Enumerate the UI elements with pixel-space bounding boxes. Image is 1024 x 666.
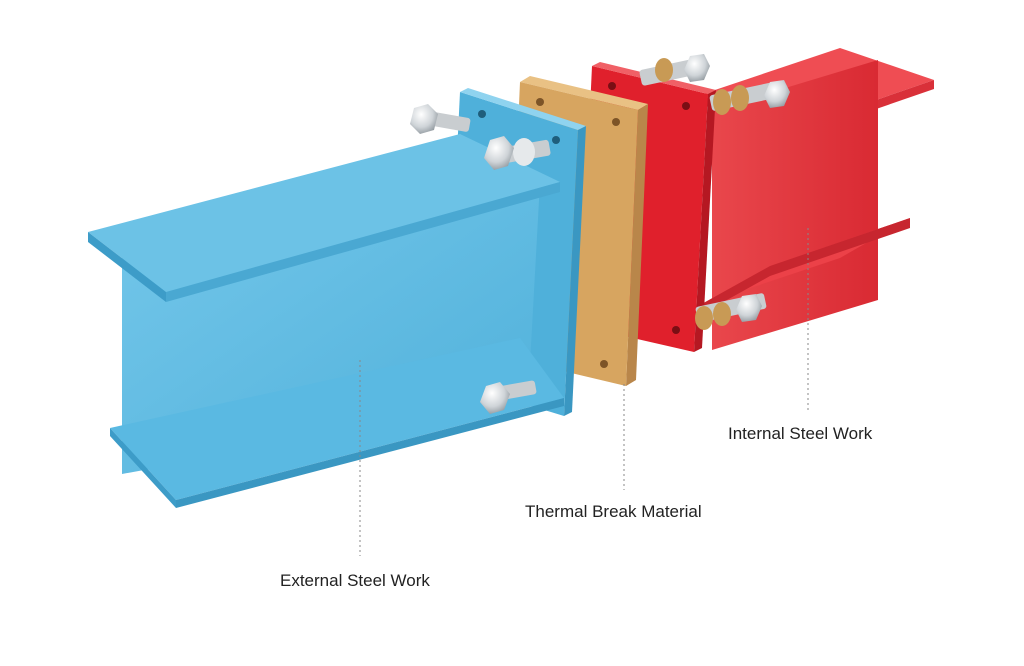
label-internal-steel-work: Internal Steel Work	[728, 424, 873, 443]
external-bolts	[410, 104, 551, 414]
bolt-icon	[484, 136, 551, 170]
external-top-flange	[88, 134, 560, 292]
internal-bolts	[639, 54, 790, 330]
bolt-icon	[410, 104, 471, 134]
external-steel-beam	[88, 88, 586, 508]
label-external-steel-work: External Steel Work	[280, 571, 430, 590]
leader-lines	[359, 228, 809, 556]
label-thermal-break-material: Thermal Break Material	[525, 502, 702, 521]
bolt-icon	[480, 380, 537, 414]
bolt-icon	[709, 80, 790, 115]
bolt-icon	[695, 293, 767, 330]
external-bottom-flange	[110, 338, 564, 500]
bolt-icon	[639, 54, 710, 86]
